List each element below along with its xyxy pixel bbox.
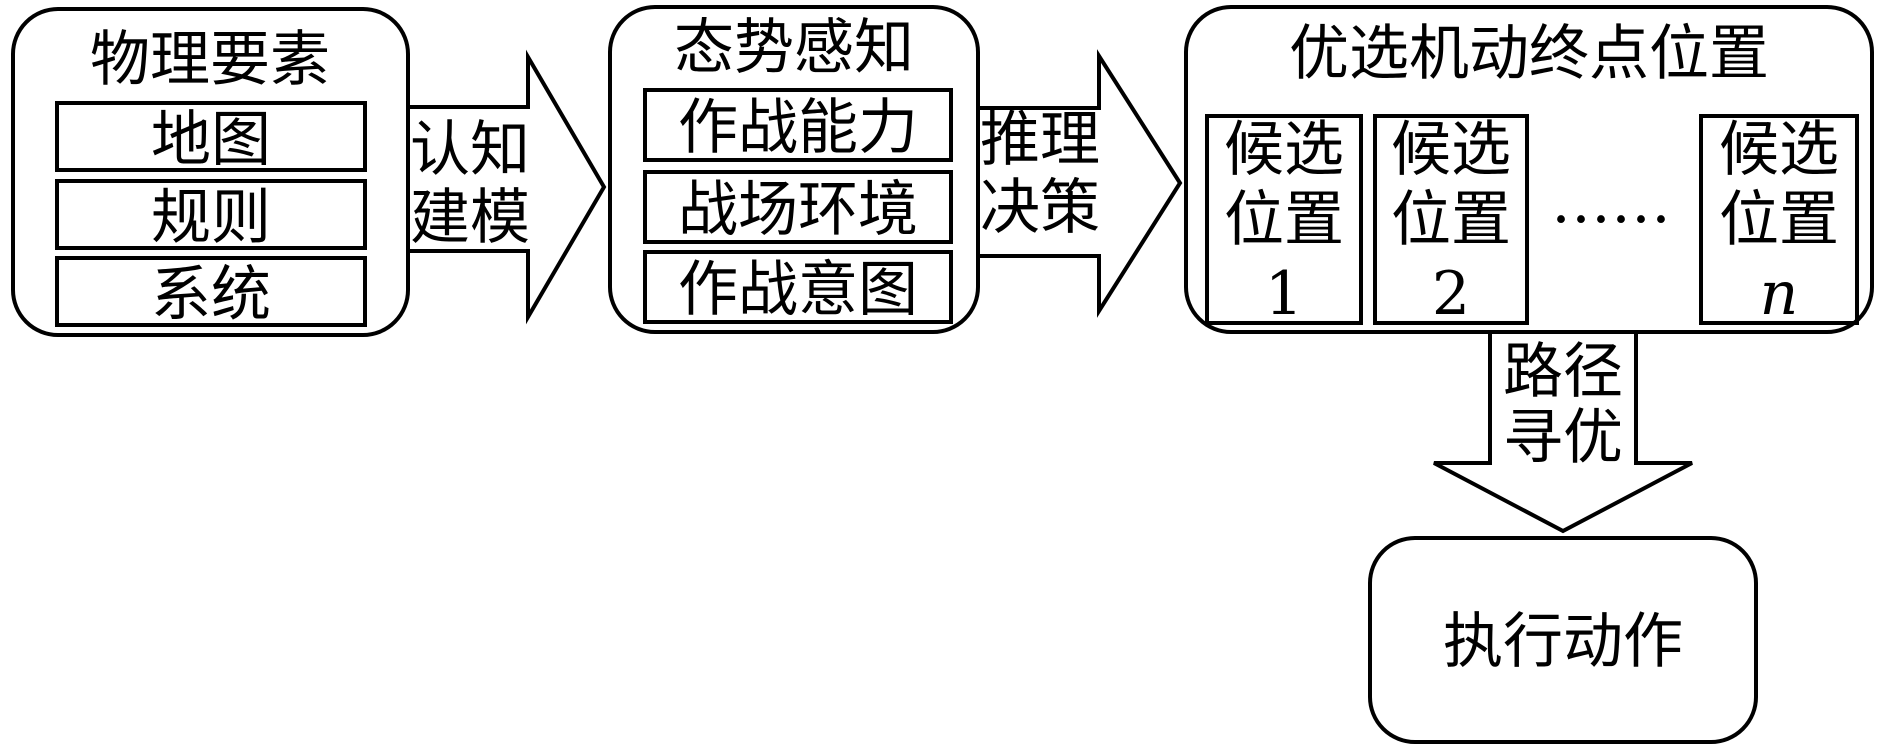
path-optimization-label-2: 寻优 [1503, 403, 1623, 473]
candidate-2-box [1373, 114, 1529, 325]
candidate-n-index: n [1760, 259, 1799, 329]
physical-item-rules-box [55, 179, 367, 250]
candidate-n-line1: 候选 [1719, 115, 1839, 185]
candidate-1-index: 1 [1265, 259, 1303, 329]
situation-awareness-block: 态势感知 作战能力 战场环境 作战意图 [608, 5, 980, 334]
execute-action-block: 执行动作 [1368, 536, 1758, 744]
endpoint-selection-title: 优选机动终点位置 [1289, 19, 1769, 89]
candidate-2-index: 2 [1432, 259, 1470, 329]
situation-item-capability-box [643, 88, 953, 162]
execute-action-label: 执行动作 [1443, 607, 1683, 677]
situation-item-intent-box [643, 250, 953, 324]
cognitive-modeling-label-2: 建模 [410, 183, 530, 253]
endpoint-selection-block: 优选机动终点位置 候选 位置 1 候选 位置 2 …… 候选 位置 n [1184, 5, 1874, 334]
situation-item-capability: 作战能力 [678, 93, 918, 163]
physical-item-system-box [55, 256, 367, 327]
path-optimization-arrow-shape [1433, 330, 1693, 534]
candidate-1-line2: 位置 [1224, 185, 1344, 255]
physical-item-rules: 规则 [151, 183, 271, 253]
situation-item-intent: 作战意图 [678, 255, 918, 325]
path-optimization-arrow: 路径 寻优 [1433, 330, 1693, 534]
physical-item-map: 地图 [151, 105, 271, 175]
candidate-1-line1: 候选 [1224, 115, 1344, 185]
candidate-1-box [1205, 114, 1363, 325]
physical-elements-title: 物理要素 [90, 25, 330, 95]
cognitive-modeling-arrow-shape [406, 49, 607, 325]
reasoning-decision-arrow-shape [976, 49, 1183, 318]
reasoning-decision-label-1: 推理 [980, 105, 1100, 175]
path-optimization-label-1: 路径 [1503, 337, 1623, 407]
candidate-n-box [1699, 114, 1859, 325]
cognitive-modeling-label-1: 认知 [410, 115, 530, 185]
physical-elements-block: 物理要素 地图 规则 系统 [11, 7, 410, 337]
situation-awareness-title: 态势感知 [674, 13, 914, 83]
candidate-ellipsis: …… [1551, 167, 1671, 237]
execute-action-frame [1368, 536, 1758, 744]
reasoning-decision-label-2: 决策 [980, 173, 1100, 243]
physical-item-system: 系统 [151, 260, 271, 330]
candidate-n-line2: 位置 [1719, 185, 1839, 255]
situation-item-battlefield: 战场环境 [678, 175, 918, 245]
situation-item-battlefield-box [643, 170, 953, 244]
reasoning-decision-arrow: 推理 决策 [976, 49, 1183, 318]
candidate-2-line2: 位置 [1391, 185, 1511, 255]
candidate-2-line1: 候选 [1391, 115, 1511, 185]
cognitive-modeling-arrow: 认知 建模 [406, 49, 607, 325]
physical-item-map-box [55, 101, 367, 172]
